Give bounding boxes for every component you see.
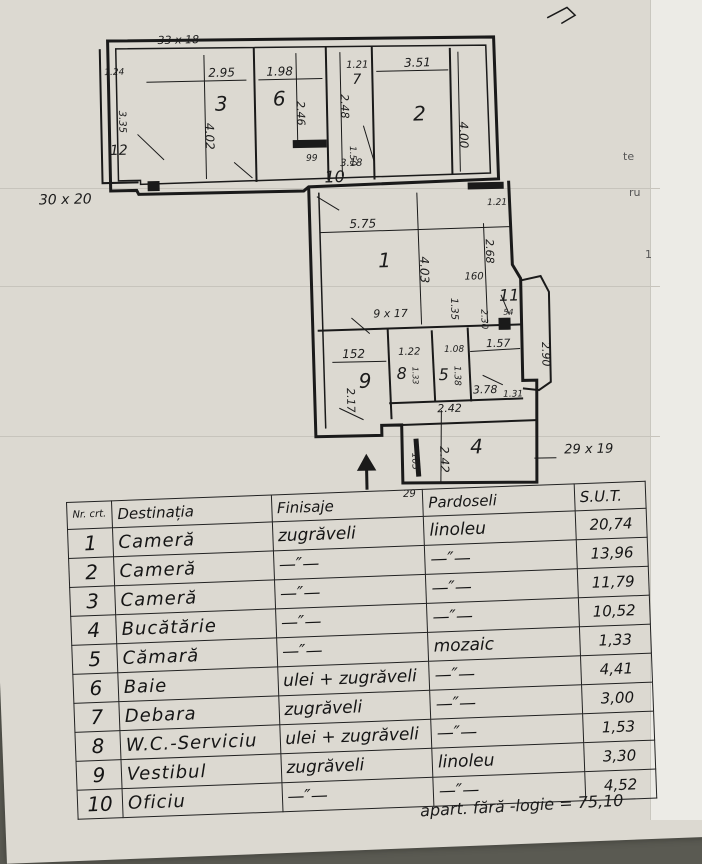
dimension: 2.46 (294, 101, 308, 126)
cell-area: 3,00 (581, 682, 653, 714)
room-number: 4 (470, 434, 483, 458)
header-nr: Nr. crt. (67, 501, 113, 530)
cell-nr: 10 (77, 789, 123, 820)
dimension: 5.75 (349, 216, 376, 231)
dimension: 3.78 (473, 383, 498, 397)
cell-area: 20,74 (575, 508, 647, 540)
dimension: 1.08 (444, 345, 465, 355)
room-number: 1 (378, 248, 391, 272)
dimension: 2.42 (437, 402, 462, 416)
floor-plan: 33 x 18 30 x 20 29 x 19 29 1 2 3 4 5 6 7… (0, 0, 702, 500)
cell-destination: Oficiu (122, 783, 283, 818)
dimension: 1.22 (398, 347, 420, 358)
cell-nr: 4 (71, 615, 117, 646)
cell-nr: 5 (72, 644, 118, 675)
dimension: 1.98 (266, 64, 293, 79)
room-number: 9 (358, 369, 371, 393)
left-dim-label: 30 x 20 (39, 191, 92, 208)
dimension: 54 (503, 308, 513, 317)
cell-nr: 3 (70, 586, 116, 617)
room-number: 7 (352, 72, 361, 88)
dimension: 1.50 (347, 146, 357, 167)
cell-nr: 8 (75, 731, 121, 762)
room-number: 3 (215, 92, 228, 116)
dimension: 2.90 (539, 342, 553, 367)
room-number: 5 (438, 365, 449, 384)
dimension: 4.03 (417, 256, 432, 283)
rooms-table: Nr. crt. Destinația Finisaje Pardoseli S… (66, 481, 657, 820)
room-number: 11 (499, 285, 520, 304)
cell-finishes: —″— (281, 777, 434, 812)
room-number: 12 (110, 143, 128, 159)
dimension: 1.31 (503, 389, 523, 399)
dimension: 152 (342, 347, 365, 361)
cell-area: 4,41 (580, 653, 652, 685)
dimension: 99 (306, 154, 318, 164)
dimension: 4.00 (456, 121, 471, 148)
cell-area: 13,96 (576, 537, 648, 569)
cell-nr: 9 (76, 760, 122, 791)
dimension: 1.24 (104, 68, 125, 78)
dimension: 1.38 (451, 366, 461, 387)
dimension: 1.33 (410, 367, 419, 385)
dimension: 2.68 (483, 239, 497, 264)
dimension: 3.35 (116, 111, 127, 133)
cell-area: 3,30 (583, 740, 655, 772)
dimension: 1.57 (486, 337, 511, 351)
room-number: 8 (396, 364, 407, 383)
header-area: S.U.T. (574, 481, 646, 511)
cell-nr: 7 (74, 702, 120, 733)
cell-nr: 6 (73, 673, 119, 704)
room-number: 6 (273, 86, 286, 110)
cell-area: 11,79 (577, 566, 649, 598)
dimension: 9 x 17 (373, 307, 408, 321)
right-dim-label: 29 x 19 (564, 442, 613, 458)
dimension: 2.42 (437, 446, 452, 473)
cell-area: 1,33 (579, 624, 651, 656)
cell-nr: 1 (68, 528, 114, 559)
overall-dim-label: 33 x 18 (157, 33, 199, 47)
dimension: 1.21 (487, 198, 507, 208)
dimension: 103 (409, 453, 419, 471)
dimension: 2.17 (344, 388, 358, 413)
dimension: 1.21 (346, 60, 368, 71)
cell-area: 1,53 (582, 711, 654, 743)
dimension: 3.51 (404, 55, 431, 70)
dimension: 1.35 (448, 298, 459, 320)
room-number: 10 (324, 167, 345, 186)
dimension: 160 (464, 271, 483, 282)
room-number: 2 (413, 101, 426, 125)
dimension: 2.48 (338, 94, 352, 119)
cell-area: 10,52 (578, 595, 650, 627)
cell-nr: 2 (69, 557, 115, 588)
dimension: 4.02 (202, 123, 217, 150)
dimension: 2.30 (478, 309, 488, 330)
dimension: 2.95 (208, 65, 235, 80)
